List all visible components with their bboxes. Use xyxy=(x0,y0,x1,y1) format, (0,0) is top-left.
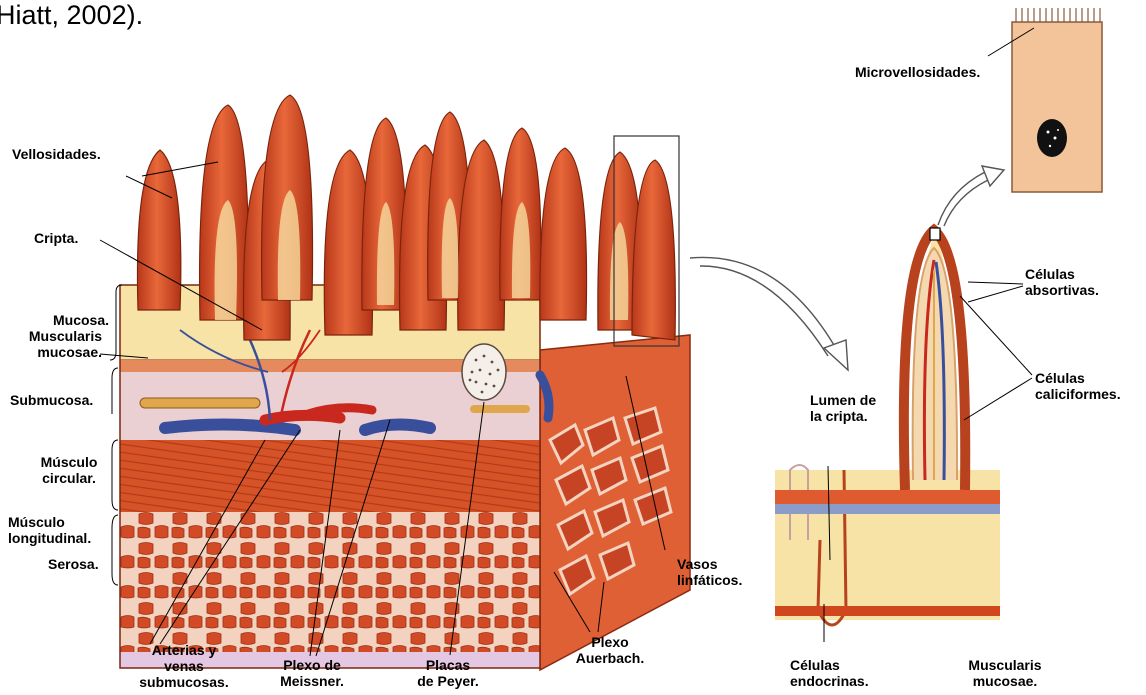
label-line: Auerbach. xyxy=(570,650,650,666)
label-vasos-linfaticos: Vasos linfáticos. xyxy=(677,556,742,588)
label-line: Músculo xyxy=(8,514,91,530)
label-arterias: Arterias y venas submucosas. xyxy=(134,642,234,690)
label-line: circular. xyxy=(34,470,104,486)
peyer-patch xyxy=(462,344,506,400)
label-line: Células xyxy=(1035,370,1121,386)
label-lumen-cripta: Lumen de la cripta. xyxy=(810,392,876,424)
label-mucosa: Mucosa. xyxy=(53,312,109,328)
label-line: longitudinal. xyxy=(8,530,91,546)
label-line: Plexo de xyxy=(270,657,354,673)
main-block xyxy=(120,95,690,670)
label-line: Músculo xyxy=(34,454,104,470)
label-plexo-meissner: Plexo de Meissner. xyxy=(270,657,354,689)
label-cripta: Cripta. xyxy=(34,230,78,246)
label-serosa: Serosa. xyxy=(48,556,99,572)
figure-caption: Hiatt, 2002). xyxy=(0,0,143,32)
label-line: Placas xyxy=(408,657,488,673)
label-vellosidades: Vellosidades. xyxy=(12,146,101,162)
label-line: absortivas. xyxy=(1025,282,1099,298)
label-line: Células xyxy=(790,657,869,673)
label-plexo-auerbach: Plexo Auerbach. xyxy=(570,634,650,666)
label-line: submucosas. xyxy=(134,674,234,690)
label-line: la cripta. xyxy=(810,408,876,424)
absorptive-cell xyxy=(1012,8,1102,192)
label-line: Plexo xyxy=(570,634,650,650)
label-line: venas xyxy=(134,658,234,674)
label-celulas-caliciformes: Células caliciformes. xyxy=(1035,370,1121,402)
label-line: Muscularis xyxy=(20,328,102,344)
longitudinal-muscle-layer xyxy=(120,512,540,652)
label-line: Meissner. xyxy=(270,673,354,689)
label-musculo-longitudinal: Músculo longitudinal. xyxy=(8,514,91,546)
label-muscularis-mucosae-right: Muscularis mucosae. xyxy=(955,657,1055,689)
label-microvellosidades: Microvellosidades. xyxy=(855,64,980,80)
label-line: Vasos xyxy=(677,556,742,572)
label-line: mucosae. xyxy=(20,344,102,360)
label-celulas-absortivas: Células absortivas. xyxy=(1025,266,1099,298)
label-line: Arterias y xyxy=(134,642,234,658)
label-placas-peyer: Placas de Peyer. xyxy=(408,657,488,689)
villus-section xyxy=(775,228,1000,625)
arrow-villus-to-cell xyxy=(938,166,1004,226)
cell-inset-frame xyxy=(930,228,940,240)
label-line: Lumen de xyxy=(810,392,876,408)
label-musculo-circular: Músculo circular. xyxy=(34,454,104,486)
label-line: linfáticos. xyxy=(677,572,742,588)
label-submucosa: Submucosa. xyxy=(10,392,93,408)
label-line: de Peyer. xyxy=(408,673,488,689)
arrow-block-to-villus xyxy=(690,257,848,370)
label-line: endocrinas. xyxy=(790,673,869,689)
label-line: mucosae. xyxy=(955,673,1055,689)
label-line: Células xyxy=(1025,266,1099,282)
label-muscularis-mucosae-left: Muscularis mucosae. xyxy=(20,328,102,360)
label-line: caliciformes. xyxy=(1035,386,1121,402)
label-line: Muscularis xyxy=(955,657,1055,673)
label-celulas-endocrinas: Células endocrinas. xyxy=(790,657,869,689)
